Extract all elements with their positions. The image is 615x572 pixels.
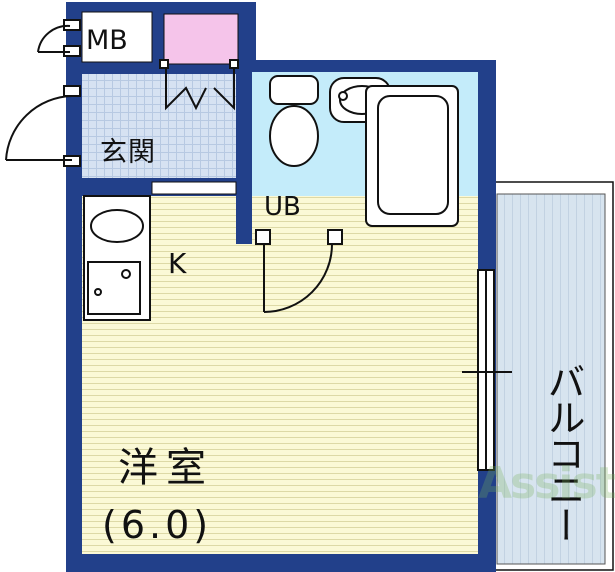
mb-label: MB	[86, 25, 128, 56]
bathtub	[365, 85, 459, 227]
toilet	[269, 75, 319, 167]
kitchen-label: K	[168, 247, 187, 280]
balcony-window	[462, 269, 512, 471]
ub-label: UB	[264, 192, 301, 222]
entrance-door	[5, 85, 81, 167]
yoshitsu-label: 洋室	[118, 445, 214, 491]
stove	[87, 261, 141, 315]
room-area-label: (6.0)	[102, 503, 213, 547]
watermark-logo: Assist	[478, 458, 615, 509]
balcony-label: バルコニー	[541, 362, 585, 542]
closet	[163, 13, 239, 65]
genkan-label: 玄関	[100, 137, 156, 168]
bath-floor-divider	[236, 196, 252, 244]
mb-cupboard	[81, 11, 153, 63]
kitchen-counter	[83, 195, 151, 321]
bath-door	[255, 229, 343, 313]
genkan-floor	[82, 74, 236, 178]
sink	[90, 209, 144, 243]
balcony	[492, 181, 614, 571]
closet-door	[159, 59, 239, 111]
mb-door	[37, 19, 81, 57]
